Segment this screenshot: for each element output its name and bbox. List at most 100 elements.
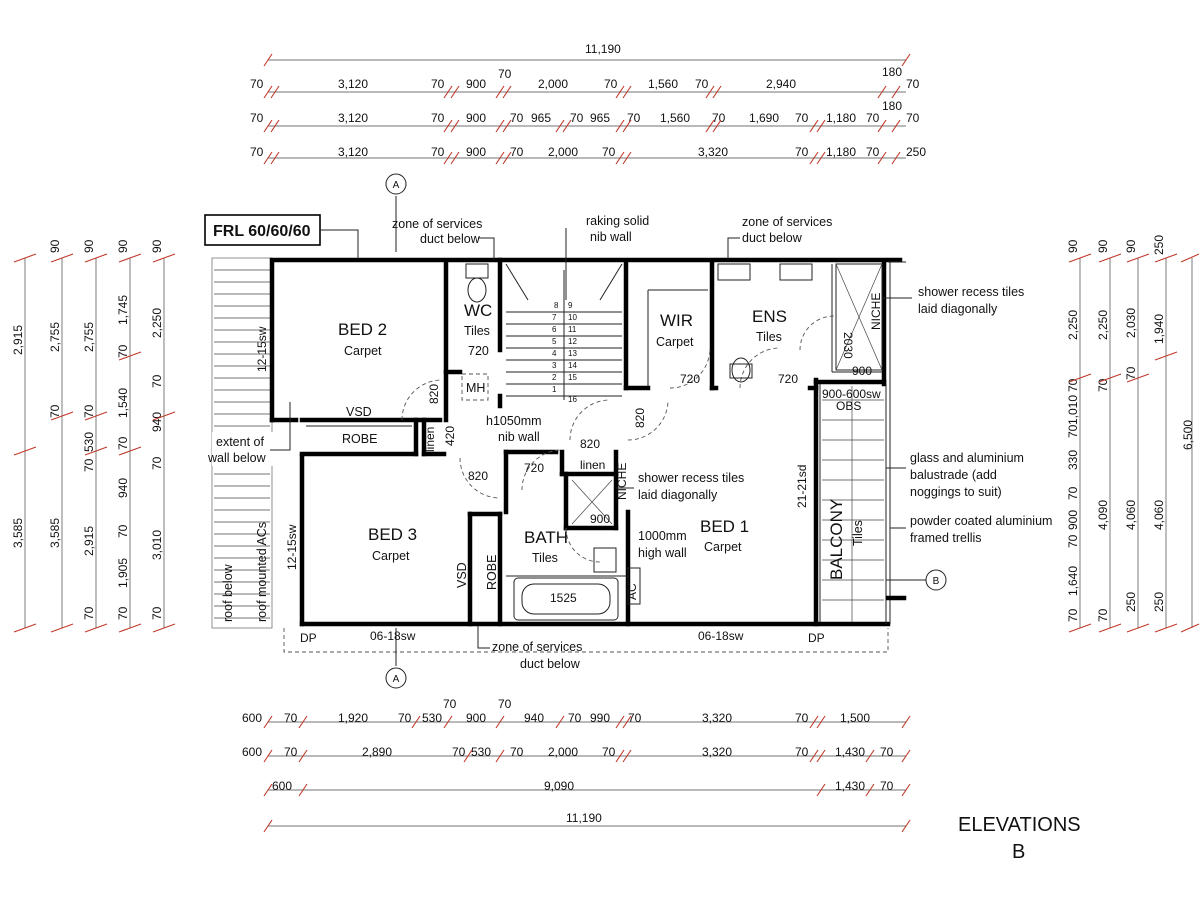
downpipe-label: DP	[300, 631, 317, 645]
note-zone-services-bottom: duct below	[520, 657, 581, 671]
dim-label: 70	[1096, 608, 1110, 622]
dim-label: 250	[906, 145, 926, 159]
note-high-wall: 1000mm	[638, 529, 687, 543]
dim-label: 2,000	[548, 145, 578, 159]
note-balustrade: balustrade (add	[910, 468, 997, 482]
door-720: 720	[778, 372, 798, 386]
robe-label: ROBE	[342, 432, 377, 446]
roof-below-note: roof below	[221, 563, 235, 622]
dim-label: 1,690	[749, 111, 779, 125]
linen-mid-label: linen	[580, 458, 605, 472]
balcony-label: BALCONY	[827, 499, 846, 580]
stair-number: 11	[568, 325, 577, 334]
dim-label: 70	[568, 711, 582, 725]
dim-label: 3,120	[338, 111, 368, 125]
dim-label: 70	[604, 77, 618, 91]
dim-label: 70	[880, 779, 894, 793]
door-820: 820	[427, 384, 441, 404]
dim-label: 90	[150, 239, 164, 253]
bath-finish: Tiles	[532, 551, 558, 565]
dim-label: 70	[510, 745, 524, 759]
ens-label: ENS	[752, 307, 787, 326]
dim-label: 1,180	[826, 145, 856, 159]
stair-number: 16	[568, 395, 577, 404]
note-high-wall: high wall	[638, 546, 687, 560]
dim-label: 4,060	[1152, 500, 1166, 530]
dim-label: 70	[443, 697, 457, 711]
dim-overall-top: 11,190	[585, 42, 621, 56]
dim-label: 70	[628, 711, 642, 725]
wir-finish: Carpet	[656, 335, 694, 349]
dim-label: 530	[82, 432, 96, 452]
dim-label: 1,940	[1152, 314, 1166, 344]
dim-label: 70	[82, 404, 96, 418]
note-balustrade: noggings to suit)	[910, 485, 1002, 499]
note-zone-services-left: duct below	[420, 232, 481, 246]
dim-label: 70	[250, 111, 264, 125]
ac-label: AC	[625, 583, 639, 600]
dim-label: 70	[150, 606, 164, 620]
balcony-finish: Tiles	[851, 520, 865, 546]
dim-label: 70	[1124, 366, 1138, 380]
dim-label: 6,500	[1181, 420, 1195, 450]
wir-label: WIR	[660, 311, 693, 330]
right-dimensions: 90 2,250 70 1,010 70 330 70 900 70 1,640…	[1066, 235, 1200, 633]
dim-label: 2,250	[150, 308, 164, 338]
dim-label: 70	[150, 456, 164, 470]
dim-label: 3,320	[702, 711, 732, 725]
note-nib-wall: nib wall	[498, 430, 540, 444]
dim-label: 2,890	[362, 745, 392, 759]
vsd-bed3-label: VSD	[455, 562, 469, 588]
dim-label: 3,320	[702, 745, 732, 759]
dim-label: 1,920	[338, 711, 368, 725]
section-marker-a-top: A	[385, 173, 407, 252]
dim-label: 1,500	[840, 711, 870, 725]
wc-label: WC	[464, 301, 492, 320]
dim-label: 3,585	[48, 518, 62, 548]
note-extent-wall: extent of	[216, 435, 264, 449]
dim-label: 180	[882, 65, 902, 79]
dim-label: 70	[570, 111, 584, 125]
section-marker-b: B	[886, 569, 947, 591]
dim-label: 2,000	[548, 745, 578, 759]
note-raking-wall: raking solid	[586, 214, 649, 228]
dim-label: 530	[422, 711, 442, 725]
dim-label: 70	[1066, 534, 1080, 548]
dim-label: 70	[795, 111, 809, 125]
stair-numbers: 8 9 7 10 6 11 5 12 4 13 3 14 2 15 1 16	[552, 301, 577, 404]
stair-number: 15	[568, 373, 577, 382]
obs-label: OBS	[836, 399, 861, 413]
ground-floor-outline	[283, 628, 889, 653]
dim-label: 70	[510, 145, 524, 159]
dim-label: 70	[398, 711, 412, 725]
stair-number: 3	[552, 361, 557, 370]
dim-label: 70	[602, 745, 616, 759]
dim-label: 70	[602, 145, 616, 159]
bottom-ticks	[263, 715, 911, 833]
shower-900-ens: 900	[852, 364, 872, 378]
dim-label: 2,250	[1066, 310, 1080, 340]
dim-label: 70	[866, 111, 880, 125]
dim-label: 530	[471, 745, 491, 759]
note-zone-services-bottom: zone of services	[492, 640, 582, 654]
note-raking-wall: nib wall	[590, 230, 632, 244]
dim-label: 940	[116, 478, 130, 498]
dim-label: 1,560	[648, 77, 678, 91]
stair-number: 2	[552, 373, 557, 382]
dim-label: 90	[1066, 239, 1080, 253]
stairs	[505, 263, 623, 400]
dim-label: 90	[116, 239, 130, 253]
dim-label: 70	[431, 145, 445, 159]
dim-label: 600	[242, 745, 262, 759]
dim-label: 3,585	[11, 518, 25, 548]
manhole-label: MH	[466, 381, 485, 395]
dim-label: 70	[284, 711, 298, 725]
dim-label: 4,090	[1096, 500, 1110, 530]
section-b-label: B	[933, 576, 940, 587]
note-zone-services-right: zone of services	[742, 215, 832, 229]
section-marker-a-bottom: A	[385, 628, 407, 689]
dim-label: 600	[272, 779, 292, 793]
dim-label: 2,000	[538, 77, 568, 91]
right-ticks	[1068, 253, 1200, 633]
dim-label: 900	[1066, 510, 1080, 530]
